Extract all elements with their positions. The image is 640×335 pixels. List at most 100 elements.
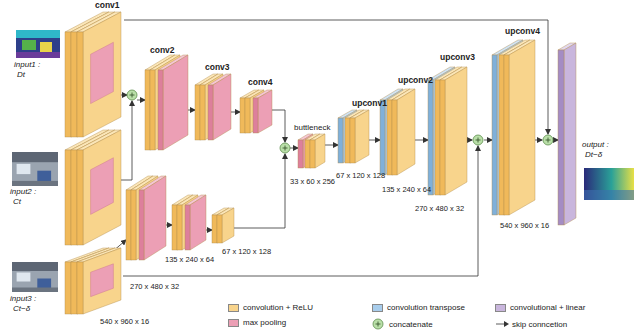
layer-front — [65, 150, 71, 245]
legend-swatch — [495, 304, 506, 312]
legend-text: convolution transpose — [387, 303, 465, 312]
layer-front — [435, 80, 440, 195]
flow-line — [415, 140, 428, 141]
layer-front — [200, 85, 205, 140]
legend-item: convolutional + linear — [495, 303, 585, 312]
layer-side — [222, 208, 234, 243]
layer-front — [440, 80, 445, 195]
node-text: Dt−δ — [582, 150, 638, 160]
layer-front — [492, 55, 497, 215]
layer-front — [208, 85, 213, 140]
pool-inset — [91, 264, 114, 297]
layer-side — [315, 134, 325, 168]
layer-front — [177, 205, 182, 250]
layer-side — [564, 43, 576, 225]
layer-name: conv2 — [150, 46, 175, 56]
legend-swatch — [228, 304, 239, 312]
node-text: Ct — [10, 197, 62, 207]
image-space — [10, 150, 62, 187]
layer-front — [185, 205, 190, 250]
node-text: input2 : — [10, 187, 62, 197]
segment — [16, 30, 60, 38]
photo-window — [17, 164, 31, 174]
legend-text: max pooling — [243, 318, 286, 327]
layer-side — [190, 195, 206, 250]
legend-item: skip conncetion — [495, 318, 567, 330]
layer-side — [509, 40, 535, 215]
concat-mark — [478, 138, 479, 143]
photo-floor — [12, 288, 58, 293]
layer-front — [131, 190, 136, 260]
layer-name: upconv1 — [352, 99, 387, 109]
layer-side — [213, 74, 231, 140]
layer-front — [77, 262, 83, 314]
flow-line — [206, 230, 212, 231]
node-text: Ct−δ — [10, 304, 62, 314]
layer-front — [380, 100, 385, 175]
legend-swatch — [372, 304, 383, 312]
concat-circle — [280, 143, 290, 153]
layer-front — [172, 205, 177, 250]
legend-text: convolution + ReLU — [243, 303, 313, 312]
dimension-label: 540 x 960 x 16 — [500, 222, 549, 231]
dimension-label: 67 x 120 x 128 — [222, 248, 271, 257]
layer-front — [126, 190, 131, 260]
layer-name: upconv2 — [398, 76, 433, 86]
node-text: output : — [582, 140, 638, 150]
legend-sample — [495, 318, 510, 330]
flow-line — [231, 112, 240, 113]
image-space — [582, 159, 638, 193]
layer-side — [343, 110, 357, 163]
layer-front — [65, 32, 71, 137]
layer-side — [83, 248, 121, 314]
layer-side — [83, 12, 121, 137]
layer-front — [71, 150, 77, 245]
layer-front — [350, 118, 355, 163]
layer-front — [310, 140, 315, 168]
flow-line — [121, 101, 132, 180]
image-space — [14, 28, 64, 60]
layer-front — [392, 100, 397, 175]
concat-circle — [543, 135, 553, 145]
layer-front — [158, 70, 163, 150]
flow-line — [121, 95, 127, 96]
legend-item: convolution transpose — [372, 303, 465, 312]
layer-side — [258, 90, 272, 133]
flow-line — [188, 110, 195, 111]
legend-item: convolution + ReLU — [228, 303, 313, 312]
layer-front — [253, 98, 258, 133]
node-text: input1 : — [14, 60, 64, 70]
layer-name: conv3 — [205, 63, 230, 73]
flow-line — [484, 140, 492, 141]
layer-name: upconv4 — [505, 27, 540, 37]
layer-front — [499, 55, 504, 215]
layer-side — [144, 176, 166, 260]
dimension-label: 540 x 960 x 16 — [100, 318, 149, 327]
flow-line — [325, 145, 338, 146]
concat-mark — [285, 146, 286, 151]
layer-front — [558, 50, 564, 225]
layer-front — [150, 70, 155, 150]
image-node: input3 :Ct−δ — [10, 260, 62, 313]
dimension-label: 270 x 480 x 32 — [130, 283, 179, 292]
layer-side — [83, 130, 121, 245]
flow-line — [166, 225, 172, 226]
image-node: input1 :Dt — [14, 28, 64, 79]
layer-front — [71, 262, 77, 314]
layer-name: conv4 — [248, 78, 273, 88]
dimension-label: 67 x 120 x 128 — [336, 172, 385, 181]
photo — [12, 152, 58, 186]
layer-front — [298, 140, 303, 168]
layer-front — [345, 118, 350, 163]
concat-circle — [473, 135, 483, 145]
photo-ceiling — [12, 152, 58, 162]
dimension-label: 135 x 240 x 64 — [382, 186, 431, 195]
legend-swatch — [228, 319, 239, 327]
legend-text: concatenate — [389, 320, 433, 329]
depth-image — [584, 168, 634, 200]
photo-chair — [37, 171, 51, 183]
photo-ceiling — [12, 262, 58, 271]
layer-front — [305, 140, 310, 168]
concat-mark — [132, 93, 133, 98]
segmentation-image — [16, 30, 60, 58]
